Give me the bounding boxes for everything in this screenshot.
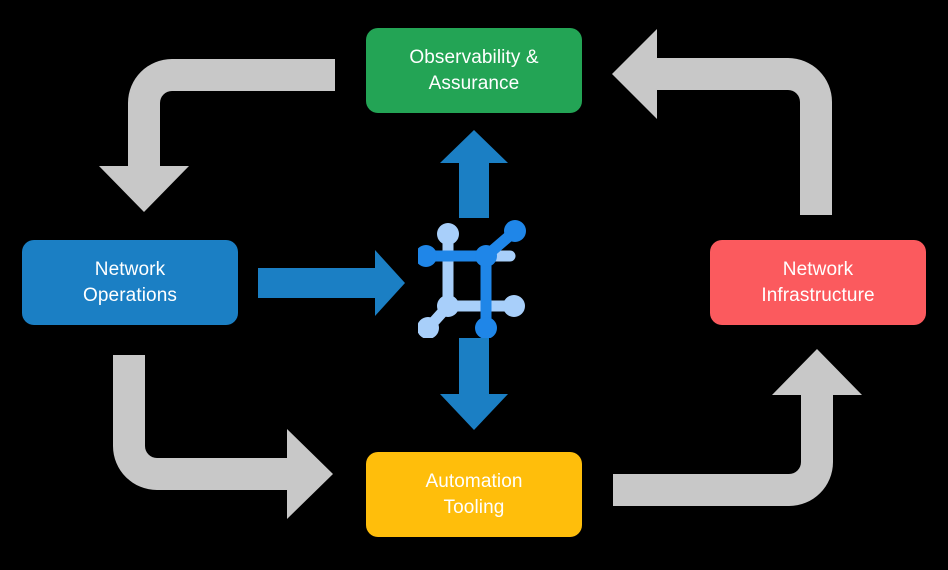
network-icon-dark-nodes — [418, 220, 526, 338]
node-network-operations[interactable]: Network Operations — [22, 240, 238, 325]
arrow-center-to-automation — [440, 338, 508, 430]
cycle-arrow-infrastructure-to-observability — [612, 29, 832, 215]
node-network-infrastructure[interactable]: Network Infrastructure — [710, 240, 926, 325]
node-observability-assurance[interactable]: Observability & Assurance — [366, 28, 582, 113]
node-network-operations-label: Network Operations — [83, 259, 177, 306]
node-automation-tooling[interactable]: Automation Tooling — [366, 452, 582, 537]
cycle-arrow-operations-to-automation — [113, 355, 333, 519]
network-topology-icon — [418, 220, 526, 338]
cycle-arrow-observability-to-operations — [99, 59, 335, 212]
node-automation-tooling-label: Automation Tooling — [425, 471, 523, 518]
node-network-infrastructure-label: Network Infrastructure — [761, 259, 875, 306]
arrow-operations-to-center — [258, 250, 405, 316]
network-icon-light-nodes — [418, 223, 525, 338]
arrow-center-to-observability — [440, 130, 508, 218]
node-observability-label: Observability & Assurance — [409, 47, 539, 94]
cycle-arrow-automation-to-infrastructure — [613, 349, 862, 506]
